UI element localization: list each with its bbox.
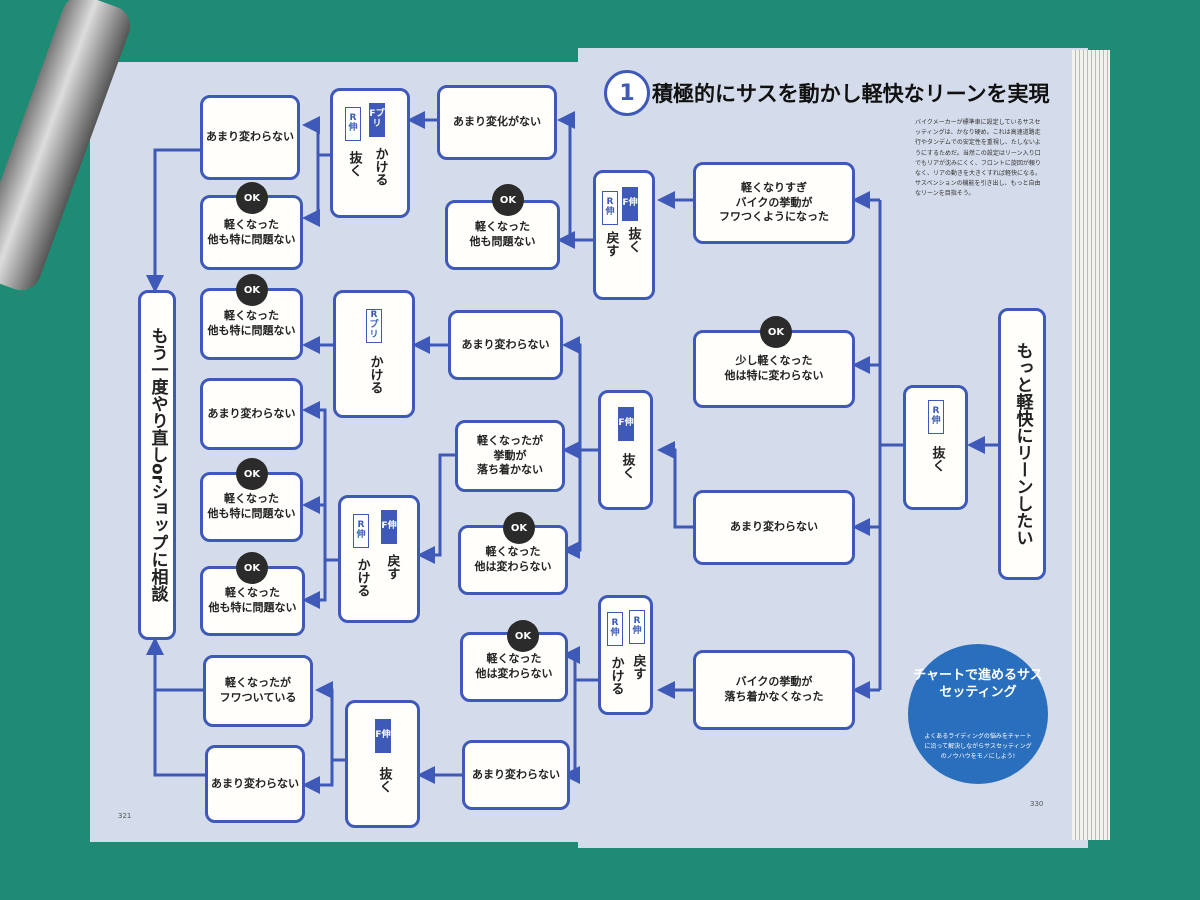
ok-badge: OK <box>236 552 268 584</box>
ok-badge: OK <box>507 620 539 652</box>
result-box: 軽くなった他は変わらない <box>458 525 568 595</box>
step-box: R伸 F伸 戻す 抜く <box>593 170 655 300</box>
step-box: R伸 R伸 かける 戻す <box>598 595 653 715</box>
result-box: 軽くなったがフワついている <box>203 655 313 727</box>
result-box: あまり変わらない <box>448 310 563 380</box>
page-title: 積極的にサスを動かし軽快なリーンを実現 <box>652 82 1050 106</box>
step-r-extension-release: R伸 抜く <box>903 385 968 510</box>
ok-badge: OK <box>236 458 268 490</box>
result-box: あまり変わらない <box>200 95 300 180</box>
ok-badge: OK <box>492 184 524 216</box>
step-box: R伸 F伸 かける 戻す <box>338 495 420 623</box>
page-number-right: 330 <box>1030 800 1044 808</box>
ok-badge: OK <box>236 182 268 214</box>
result-box: あまり変わらない <box>200 378 303 450</box>
section-number: 1 <box>604 70 650 116</box>
result-box: 軽くなった他も特に問題ない <box>200 566 305 636</box>
result-box: 軽くなりすぎバイクの挙動がフワつくようになった <box>693 162 855 244</box>
intro-text: バイクメーカーが標準車に設定しているサスセッティングは、かなり硬め。これは高速道… <box>915 119 1042 198</box>
result-box: 軽くなったが挙動が落ち着かない <box>455 420 565 492</box>
result-box: あまり変わらない <box>462 740 570 810</box>
chart-guide-circle: チャートで進めるサスセッティング よくあるライディングの悩みをチャートに沿って解… <box>908 644 1048 784</box>
start-box: もっと軽快にリーンしたい <box>998 308 1046 580</box>
result-box: あまり変わらない <box>205 745 305 823</box>
result-box: 軽くなった他も特に問題ない <box>200 288 303 360</box>
ok-badge: OK <box>503 512 535 544</box>
result-box: あまり変化がない <box>437 85 557 160</box>
step-box: Rプリ かける <box>333 290 415 418</box>
ok-badge: OK <box>236 274 268 306</box>
step-box: R伸 Fプリ 抜く かける <box>330 88 410 218</box>
result-box: バイクの挙動が落ち着かなくなった <box>693 650 855 730</box>
action-label: 抜く <box>929 446 945 472</box>
rear-rebound-tag: R伸 <box>928 400 944 434</box>
page-number-left: 321 <box>118 812 132 820</box>
step-box: F伸 抜く <box>345 700 420 828</box>
ok-badge: OK <box>760 316 792 348</box>
page-edges <box>1072 50 1110 840</box>
end-box: もう一度やり直しorショップに相談 <box>138 290 176 640</box>
result-box: あまり変わらない <box>693 490 855 565</box>
step-box: F伸 抜く <box>598 390 653 510</box>
